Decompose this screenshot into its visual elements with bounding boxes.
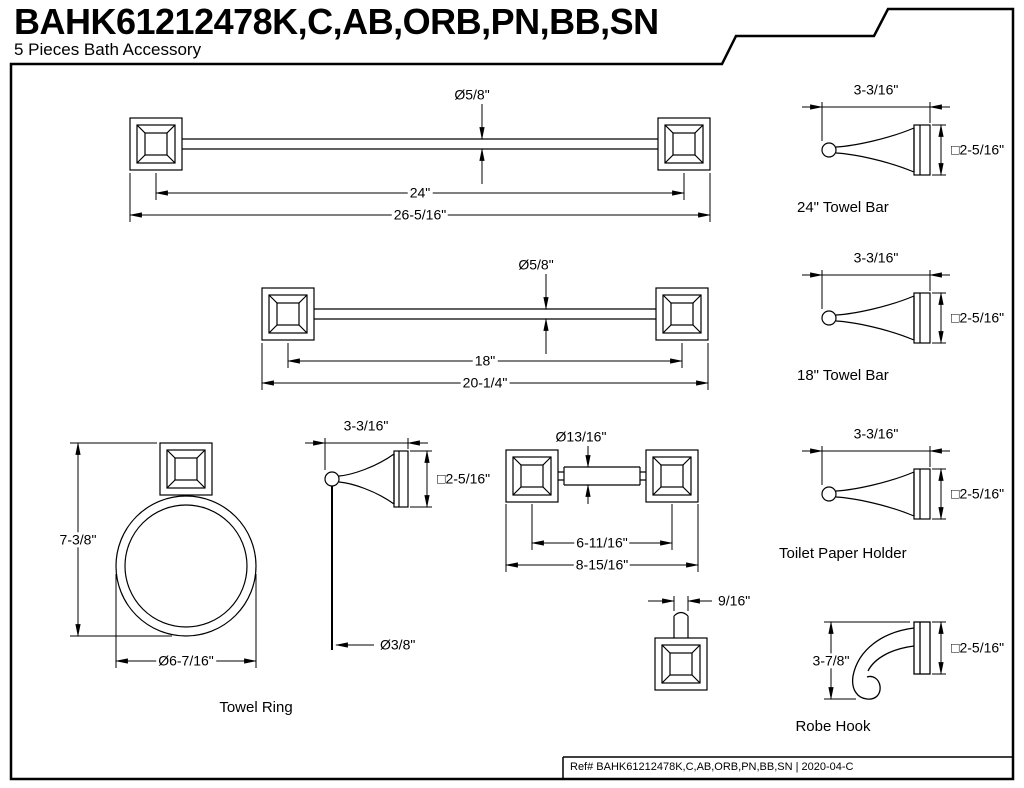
towel-ring-dimension-lines [70,441,258,668]
dim-tp-holder-roller-diameter: Ø13/16" [553,428,609,445]
dim-robe-hook-height: 3-7/8" [810,652,852,669]
dim-towel-bar-18-diameter: Ø5/8" [516,256,556,273]
dim-towel-bar-18-flange: □2-5/16" [949,309,1007,326]
dim-tp-holder-overall: 8-15/16" [573,556,631,573]
dim-towel-ring-flange: □2-5/16" [435,470,493,487]
dim-towel-bar-24-overall: 26-5/16" [391,206,449,223]
towel-bar-18-dimension-lines [260,274,710,390]
towel-bar-18-side-dimension-lines [802,270,950,345]
dim-towel-bar-18-overall: 20-1/4" [460,374,510,391]
towel-bar-24-side-view [821,124,931,176]
dim-towel-bar-18-length: 18" [472,352,498,369]
dim-robe-hook-flange: □2-5/16" [949,639,1007,656]
label-towel-bar-18: 18" Towel Bar [797,367,889,384]
robe-hook-front-dimension-lines [648,596,712,611]
towel-ring-side-dimension-lines [305,438,432,648]
dim-towel-ring-projection: 3-3/16" [341,417,391,434]
dim-tp-holder-flange: □2-5/16" [949,485,1007,502]
dim-towel-ring-thickness: Ø3/8" [378,636,418,653]
dim-tp-holder-projection: 3-3/16" [851,425,901,442]
label-towel-bar-24: 24" Towel Bar [797,199,889,216]
robe-hook-front-view [654,611,708,691]
towel-ring-front-view [115,442,257,637]
label-tp-holder: Toilet Paper Holder [779,545,907,562]
sheet-border [9,7,1015,781]
dim-towel-bar-24-projection: 3-3/16" [851,81,901,98]
reference-number: Ref# BAHK61212478K,C,AB,ORB,PN,BB,SN | 2… [570,761,854,773]
label-robe-hook: Robe Hook [795,717,871,735]
towel-bar-24-dimension-lines [128,104,712,222]
towel-bar-18-front-view [261,287,709,341]
page-title: BAHK61212478K,C,AB,ORB,PN,BB,SN [14,1,659,42]
toilet-paper-holder-side-view [821,468,931,520]
towel-bar-18-side-view [821,292,931,344]
dim-towel-bar-18-projection: 3-3/16" [851,249,901,266]
toilet-paper-holder-front-view [505,449,699,503]
dim-towel-bar-24-length: 24" [407,184,433,201]
toilet-paper-holder-side-dimension-lines [802,446,950,521]
dim-towel-bar-24-flange: □2-5/16" [949,141,1007,158]
towel-bar-24-side-dimension-lines [802,102,950,177]
page-subtitle: 5 Pieces Bath Accessory [14,40,202,59]
robe-hook-side-view [851,621,931,700]
dim-towel-ring-diameter: Ø6-7/16" [156,652,216,669]
towel-bar-24-front-view [129,117,711,171]
dim-tp-holder-post-spacing: 6-11/16" [574,534,630,551]
dim-towel-ring-height: 7-3/8" [57,531,99,548]
towel-ring-side-view [324,450,409,650]
dim-robe-hook-width: 9/16" [716,592,753,609]
label-towel-ring: Towel Ring [219,698,293,716]
dim-towel-bar-24-diameter: Ø5/8" [452,86,492,103]
